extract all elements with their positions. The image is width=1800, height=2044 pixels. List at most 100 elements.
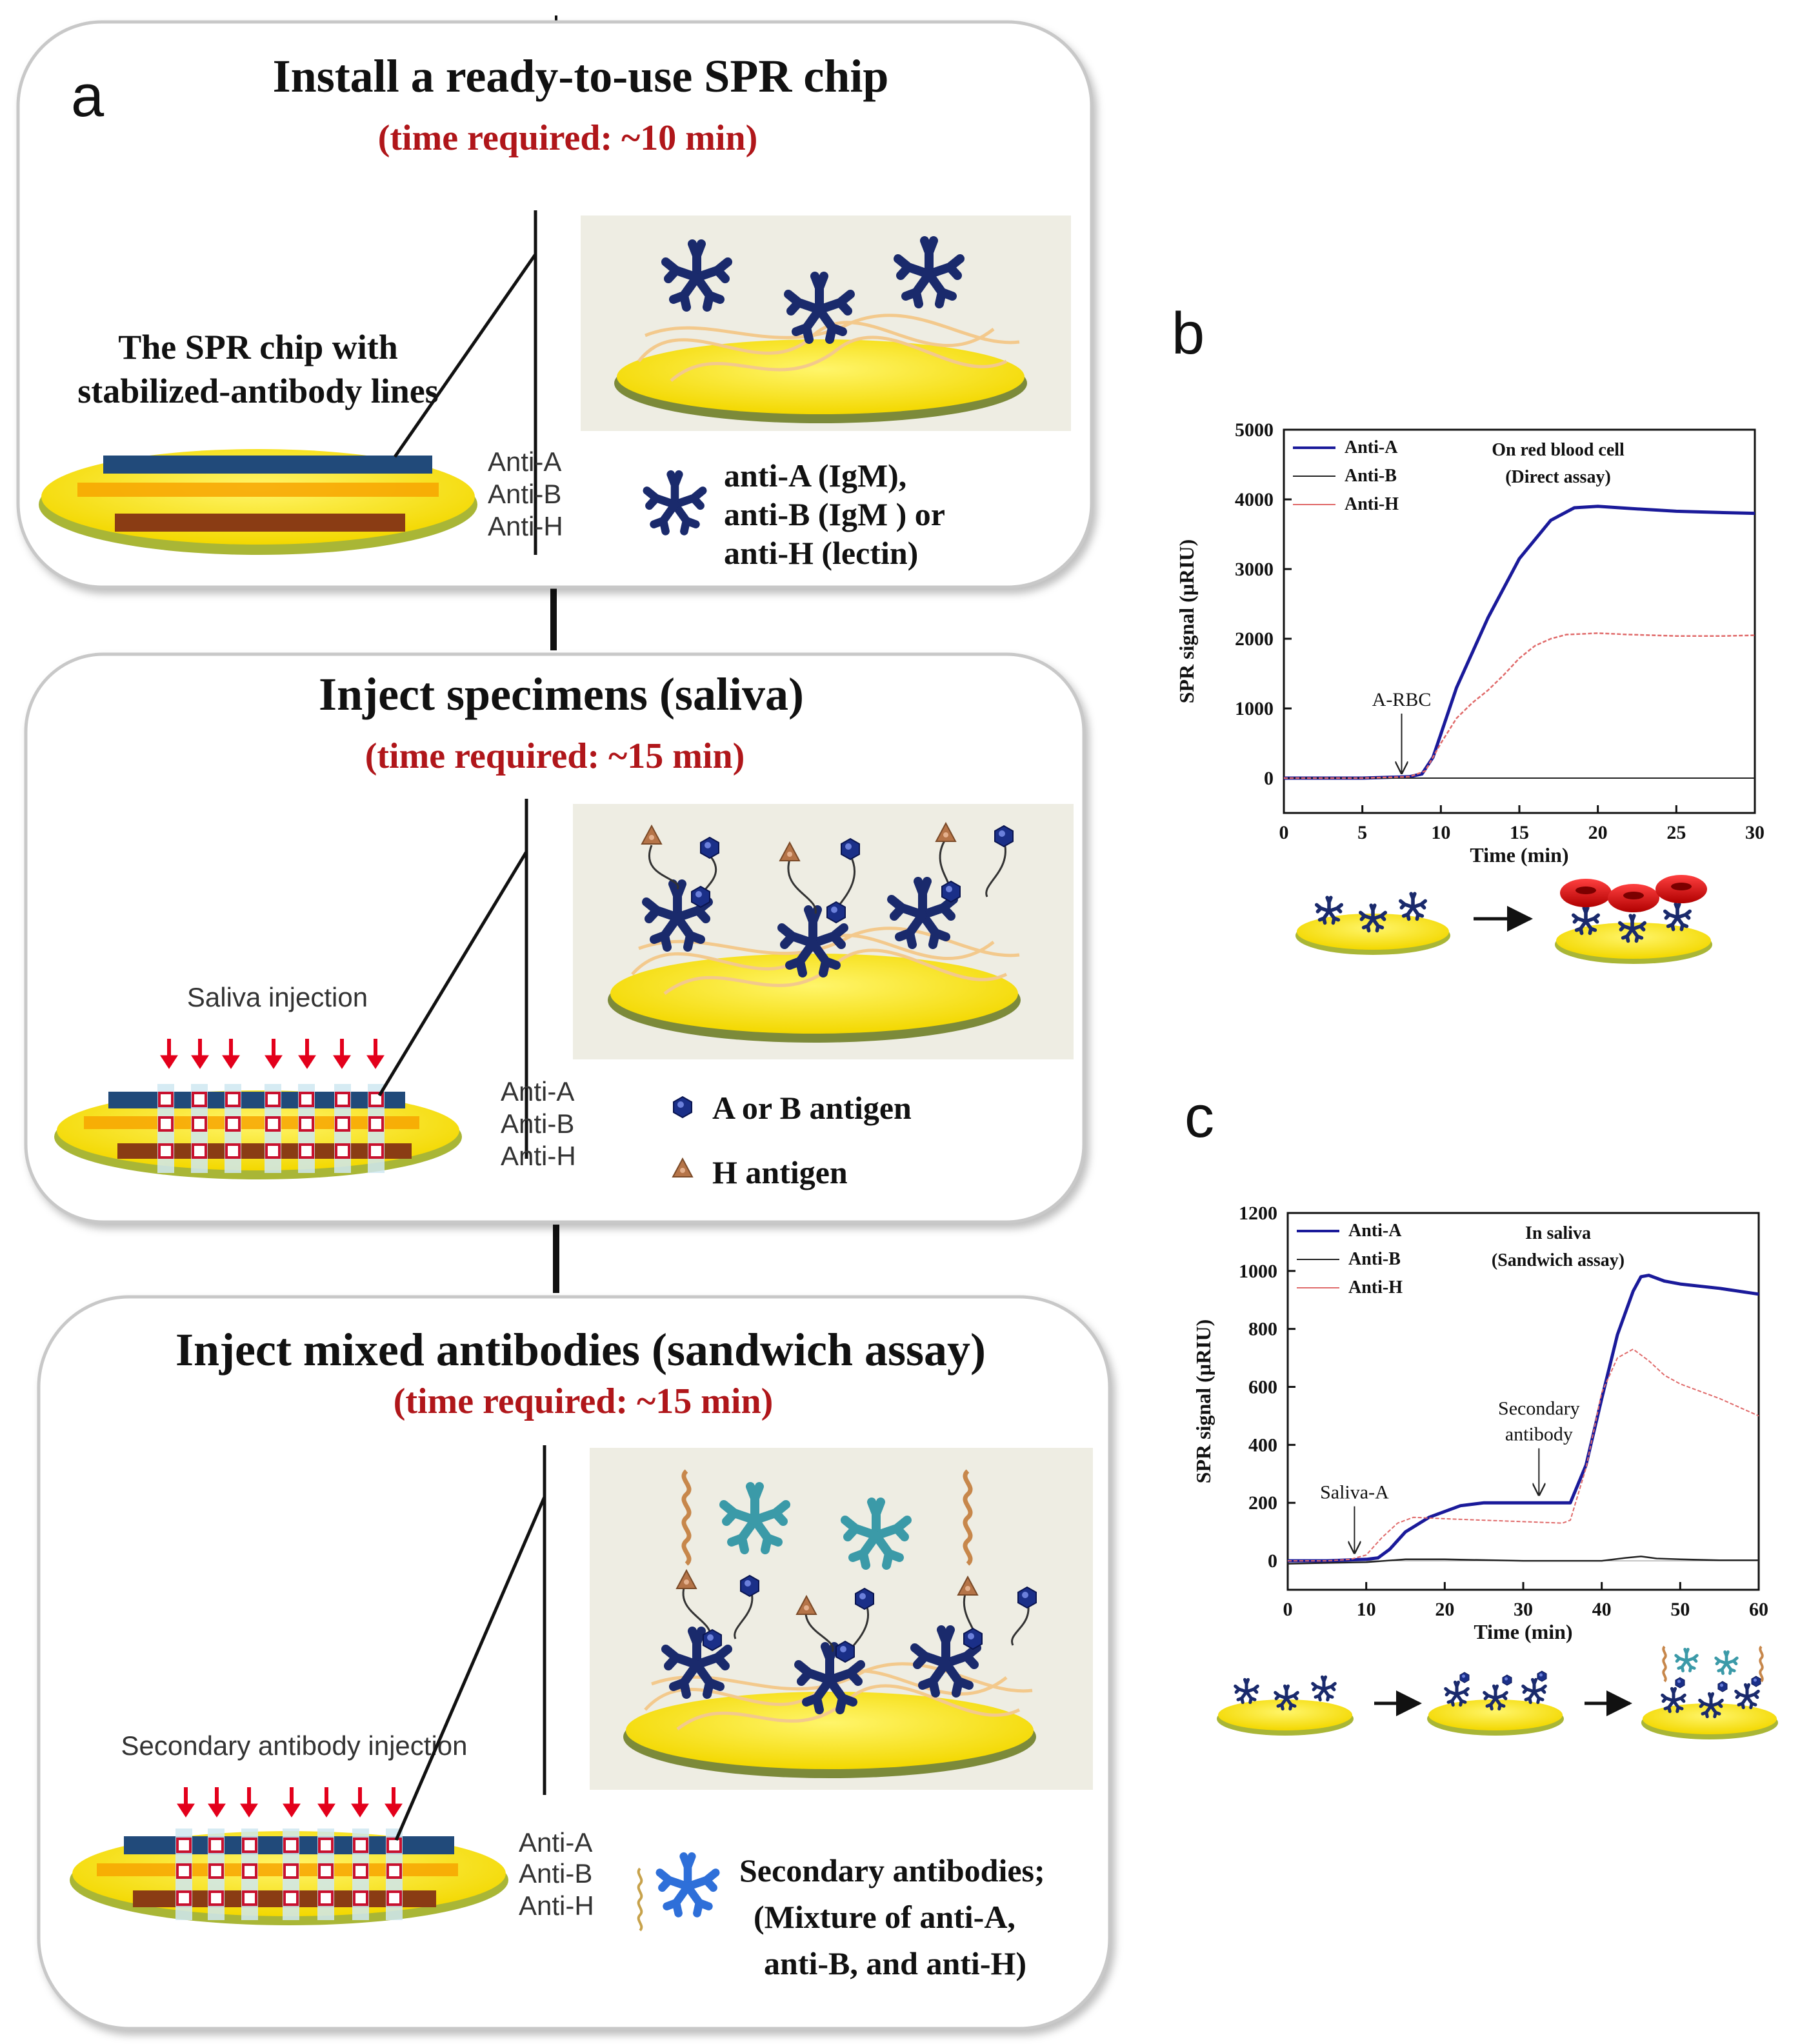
step2-panel: Inject specimens (saliva) (time required… [24, 652, 1086, 1224]
step3-legend-1: Secondary antibodies; [739, 1852, 1045, 1889]
saliva-injection-label: Saliva injection [187, 982, 368, 1012]
plot-frame [1283, 428, 1756, 814]
step2-chip [54, 1084, 462, 1179]
step2-lane-label-a: Anti-A [501, 1076, 574, 1107]
ab-antigen-icon [673, 1096, 692, 1118]
step1-chip-caption-1: The SPR chip with [118, 328, 398, 366]
step2-box [24, 652, 1086, 1224]
step3-lane-label-a: Anti-A [519, 1827, 592, 1858]
x-axis-label: Time (min) [1474, 1620, 1572, 1643]
step1-title: Install a ready-to-use SPR chip [273, 50, 889, 102]
step1-chip-caption-2: stabilized-antibody lines [77, 372, 439, 410]
x-tick-label: 0 [1283, 1599, 1293, 1620]
y-tick-label: 600 [1248, 1377, 1277, 1398]
y-tick-label: 3000 [1235, 559, 1274, 580]
annotation-label: A-RBC [1372, 689, 1432, 710]
y-tick-label: 0 [1268, 1550, 1277, 1572]
y-tick-label: 1000 [1239, 1261, 1277, 1282]
step2-lane-label-h: Anti-H [501, 1141, 576, 1171]
red-blood-cell-icon [1560, 879, 1612, 907]
series-line-anti-a [1288, 1274, 1759, 1563]
secondary-injection-label: Secondary antibody injection [121, 1730, 467, 1761]
y-tick-label: 400 [1248, 1434, 1277, 1456]
step3-title: Inject mixed antibodies (sandwich assay) [175, 1324, 986, 1376]
chart-c-assay-schematic [1217, 1645, 1778, 1739]
step1-legend-3: anti-H (lectin) [724, 535, 918, 571]
step1-legend-1: anti-A (IgM), [724, 457, 906, 494]
annotation-label: Secondary [1498, 1398, 1580, 1419]
y-tick-label: 200 [1248, 1492, 1277, 1514]
step3-panel: Inject mixed antibodies (sandwich assay)… [37, 1295, 1112, 2030]
x-tick-label: 20 [1588, 822, 1608, 843]
x-tick-label: 30 [1514, 1599, 1533, 1620]
x-tick-label: 40 [1592, 1599, 1612, 1620]
step2-title: Inject specimens (saliva) [319, 668, 804, 720]
injection-arrows [160, 1039, 385, 1069]
legend-entry: Anti-B [1348, 1249, 1401, 1269]
panel-letter-b: b [1172, 301, 1205, 366]
red-blood-cell-icon [1655, 875, 1707, 903]
x-tick-label: 60 [1749, 1599, 1768, 1620]
x-tick-label: 15 [1510, 822, 1529, 843]
panel-letter-a: a [71, 63, 105, 129]
step3-legend-3: anti-B, and anti-H) [764, 1945, 1026, 1981]
y-tick-label: 800 [1248, 1319, 1277, 1340]
series-line-anti-h [1284, 632, 1755, 779]
series-line-anti-h [1288, 1348, 1759, 1562]
red-blood-cell-icon [1608, 884, 1659, 912]
y-axis-label: SPR signal (μRIU) [1175, 539, 1198, 704]
step1-zoom-image [581, 215, 1071, 431]
y-tick-label: 2000 [1235, 628, 1274, 650]
chart-subtitle: (Direct assay) [1505, 467, 1611, 487]
step1-zoom-line [393, 253, 537, 458]
step3-zoom-line [394, 1496, 546, 1841]
step1-chip [39, 449, 477, 555]
legend-entry: Anti-A [1348, 1221, 1402, 1241]
step1-lane-label-h: Anti-H [488, 511, 563, 541]
series-line-anti-b [1287, 1556, 1759, 1565]
y-tick-label: 1000 [1235, 698, 1274, 719]
x-tick-label: 50 [1670, 1599, 1690, 1620]
step2-legend-ab: A or B antigen [712, 1090, 912, 1126]
chart-subtitle: (Sandwich assay) [1492, 1250, 1625, 1270]
step2-lane-label-b: Anti-B [501, 1108, 574, 1139]
x-tick-label: 25 [1666, 822, 1686, 843]
panel-letter-c: c [1185, 1084, 1214, 1150]
step2-zoom-line [377, 850, 528, 1097]
annotation-label: antibody [1505, 1424, 1573, 1445]
plot-frame [1286, 1212, 1760, 1591]
legend-entry: Anti-H [1348, 1278, 1403, 1298]
step1-time: (time required: ~10 min) [378, 118, 758, 158]
step2-zoom-image [573, 804, 1074, 1059]
step1-lane-anti-a [103, 456, 432, 474]
x-axis-label: Time (min) [1470, 843, 1568, 867]
x-tick-label: 20 [1435, 1599, 1454, 1620]
step1-panel: a Install a ready-to-use SPR chip (time … [16, 20, 1094, 589]
step3-lane-label-h: Anti-H [519, 1890, 594, 1921]
legend-entry: Anti-H [1345, 494, 1399, 514]
step3-chip [70, 1829, 508, 1925]
legend-entry: Anti-B [1345, 466, 1397, 486]
y-axis-label: SPR signal (μRIU) [1192, 1319, 1215, 1484]
y-tick-label: 1200 [1239, 1203, 1277, 1224]
chart-title: In saliva [1525, 1223, 1591, 1243]
step1-box [16, 20, 1094, 589]
x-tick-label: 10 [1357, 1599, 1376, 1620]
step3-lane-label-b: Anti-B [519, 1858, 592, 1889]
injection-arrows [177, 1787, 403, 1818]
chart-title: On red blood cell [1492, 440, 1625, 460]
x-tick-label: 30 [1745, 822, 1765, 843]
y-tick-label: 5000 [1235, 419, 1274, 441]
step3-zoom-image [590, 1448, 1093, 1790]
chart-b-schematic [1295, 875, 1712, 964]
x-tick-label: 10 [1431, 822, 1450, 843]
x-tick-label: 5 [1357, 822, 1367, 843]
step1-legend-2: anti-B (IgM ) or [724, 496, 945, 532]
step1-lane-anti-h [115, 514, 405, 532]
step3-time: (time required: ~15 min) [394, 1381, 774, 1421]
step1-lane-label-a: Anti-A [488, 446, 561, 477]
step2-legend-h: H antigen [712, 1154, 848, 1190]
